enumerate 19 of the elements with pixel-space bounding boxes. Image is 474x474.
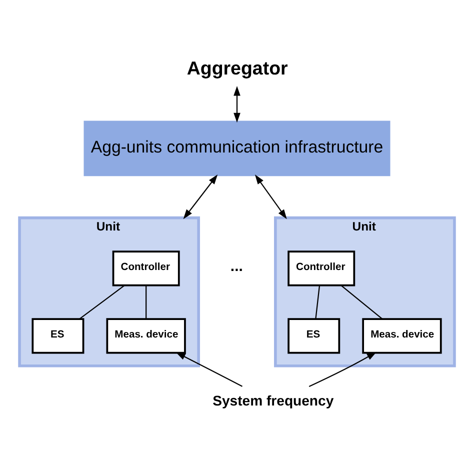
- node-text: Aggregator: [186, 57, 288, 78]
- arrow: [308, 352, 377, 387]
- node-box: Controller: [112, 250, 180, 286]
- connector: [146, 286, 147, 319]
- arrow: [254, 174, 287, 220]
- node-box: ES: [288, 318, 340, 354]
- connector: [315, 286, 320, 319]
- node-box: ES: [32, 318, 84, 354]
- arrow: [183, 174, 218, 220]
- node-box: Controller: [288, 250, 356, 286]
- connector: [79, 285, 125, 320]
- node-text: System frequency: [212, 392, 334, 409]
- arrow: [176, 352, 242, 387]
- connector: [340, 285, 383, 320]
- node-box: Agg-units communication infrastructure: [84, 120, 390, 176]
- node-box: Meas. device: [362, 318, 442, 354]
- node-box: Meas. device: [106, 318, 186, 354]
- arrow: [234, 86, 240, 123]
- label: ...: [230, 258, 243, 276]
